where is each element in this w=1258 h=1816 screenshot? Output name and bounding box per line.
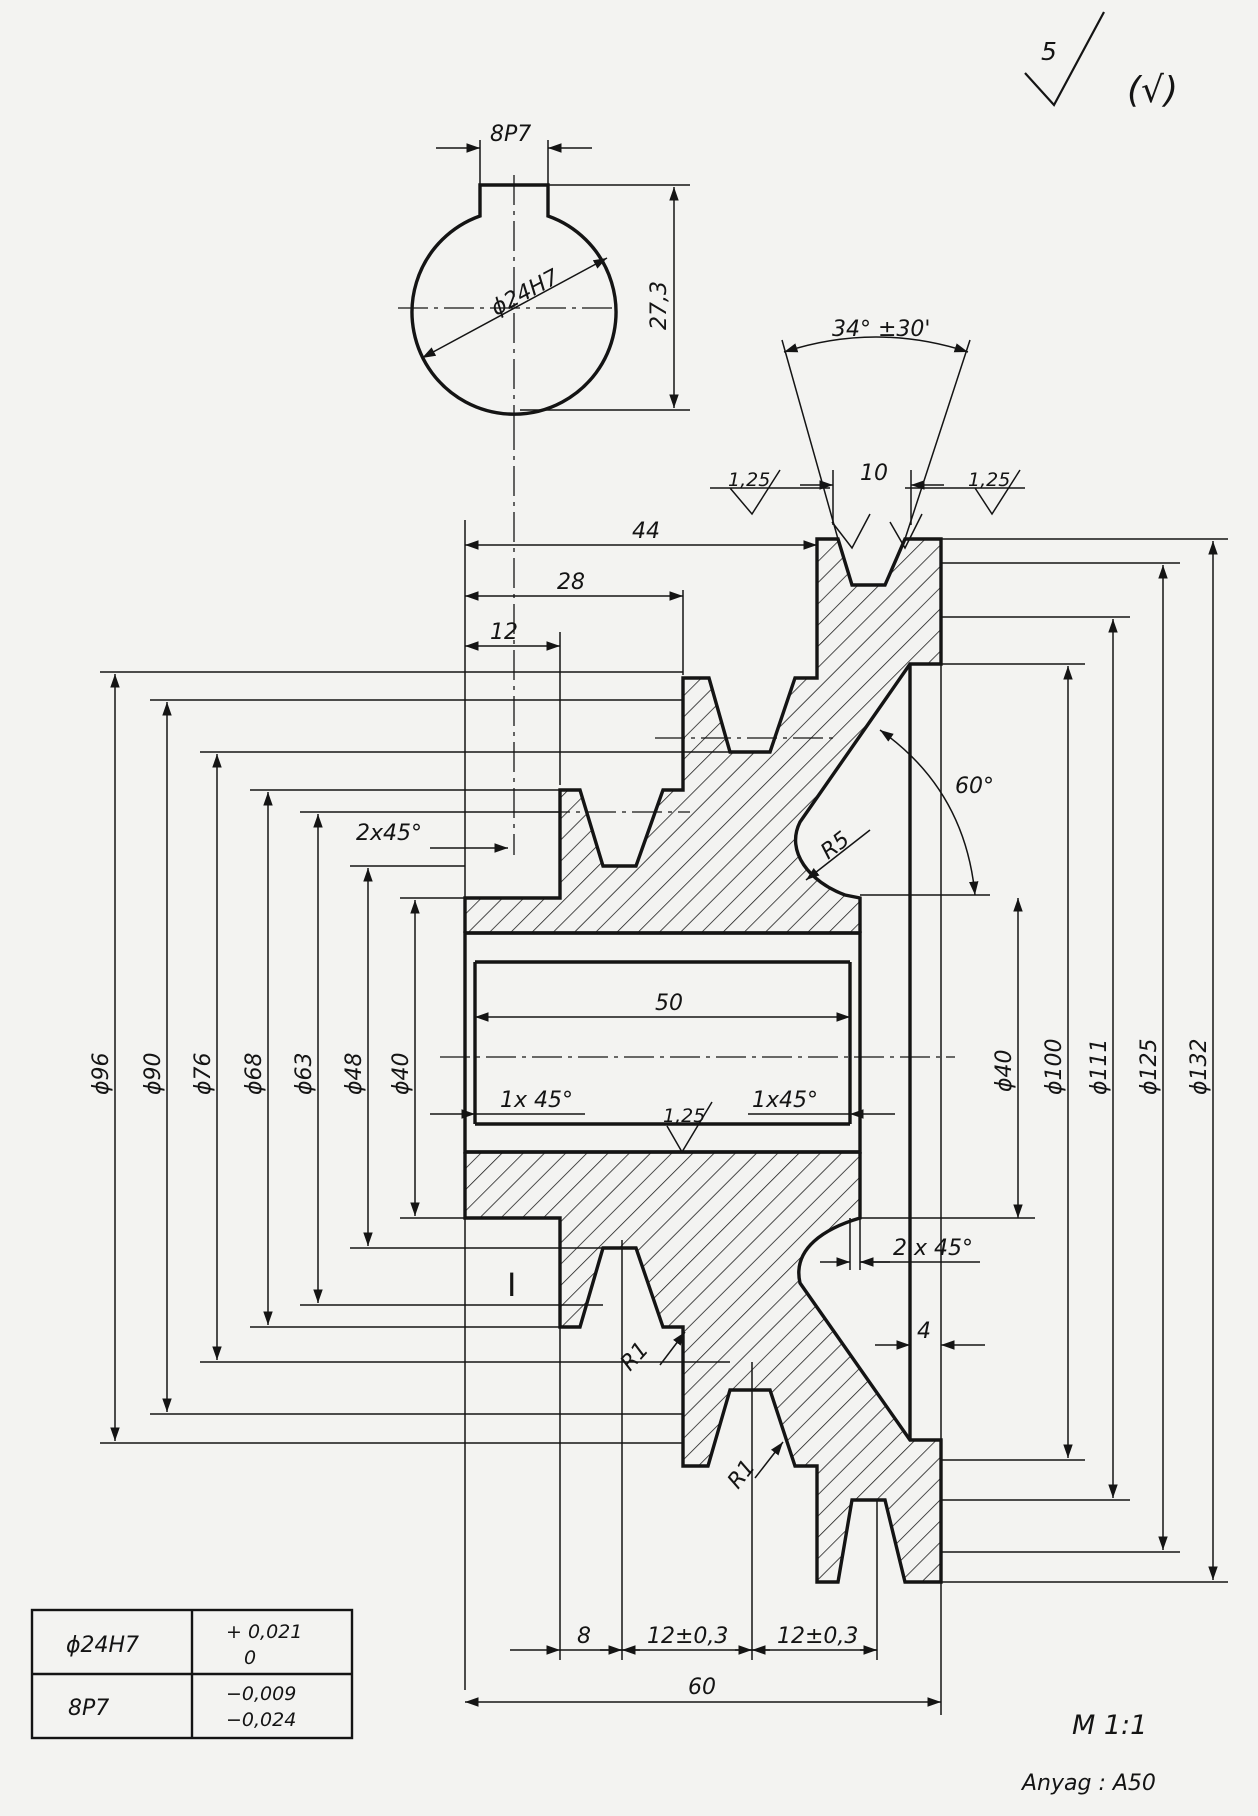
tol-fit-2: 8P7 — [68, 1696, 109, 1721]
dia-63: ϕ63 — [292, 1052, 317, 1095]
dia-40-right: ϕ40 — [992, 1049, 1017, 1092]
dia-111: ϕ111 — [1087, 1038, 1112, 1095]
keyway-width-label: 8P7 — [490, 122, 531, 147]
dia-90: ϕ90 — [141, 1052, 166, 1095]
angle-60-arc — [879, 729, 979, 896]
groove-angle-label: 34° ±30' — [832, 317, 930, 342]
r5-label: R5 — [816, 827, 854, 865]
roughness-general: 5 (√) — [1024, 11, 1178, 111]
roughness-general-value: 5 — [1041, 37, 1057, 66]
keyway-height-label: 27,3 — [647, 281, 672, 330]
chamfer-2x45-right: 2 x 45° — [893, 1236, 973, 1261]
groove-flank-ext-left — [781, 339, 839, 540]
roughness-flank-right-icon — [889, 513, 923, 550]
dia-40-left: ϕ40 — [389, 1052, 414, 1095]
tolerance-table: ϕ24H7 + 0,021 0 8P7 −0,009 −0,024 — [30, 1608, 354, 1740]
lower-outline — [463, 1152, 943, 1584]
roughness-right-icon — [905, 469, 1025, 516]
groove-dimensions: 34° ±30' 10 1,25 1,25 — [710, 317, 1025, 550]
groove-flank-ext-right — [904, 339, 971, 540]
roughness-left-icon — [710, 469, 830, 516]
groove-width-label: 10 — [860, 461, 888, 486]
dim-8: 8 — [577, 1624, 591, 1649]
chamfer-2x45-left: 2x45° — [356, 821, 422, 846]
angle-60-label: 60° — [955, 774, 994, 799]
lower-section-hatch — [465, 1152, 941, 1582]
dim-12: 12 — [490, 620, 518, 645]
roughness-bore-value: 1,25 — [663, 1105, 705, 1127]
roughness-bracket: (√) — [1127, 70, 1178, 111]
axial-dimensions-bottom: 8 12±0,3 12±0,3 60 — [465, 1218, 942, 1715]
left-diameter-dimensions: ϕ96 ϕ90 ϕ76 ϕ68 ϕ63 ϕ48 ϕ40 — [89, 671, 730, 1444]
tol-fit-1: ϕ24H7 — [66, 1633, 139, 1658]
dim-28: 28 — [557, 570, 585, 595]
roughness-bore-icon — [666, 1101, 713, 1154]
roughness-left-value: 1,25 — [728, 469, 770, 491]
dia-76: ϕ76 — [191, 1052, 216, 1095]
chamfer-1x45-left: 1x 45° — [500, 1088, 573, 1113]
right-diameter-dimensions: ϕ40 ϕ100 ϕ111 ϕ125 ϕ132 — [860, 538, 1228, 1583]
tol-upper-2: −0,009 — [226, 1683, 296, 1705]
bore-label: ϕ24H7 — [487, 265, 563, 321]
roughness-flank-left-icon — [831, 513, 871, 550]
bore-dim-line — [421, 257, 608, 359]
groove-angle-arc — [783, 336, 969, 353]
roughness-general-icon — [1024, 11, 1105, 107]
dim-12a: 12±0,3 — [647, 1624, 728, 1649]
dim-50: 50 — [655, 991, 683, 1016]
r1-label-b: R1 — [723, 1455, 761, 1493]
dim-4: 4 — [917, 1319, 931, 1344]
dia-68: ϕ68 — [242, 1052, 267, 1095]
dia-125: ϕ125 — [1137, 1038, 1162, 1095]
pulley-section: I — [440, 420, 955, 1584]
r5-leader — [805, 829, 871, 881]
dia-100: ϕ100 — [1042, 1038, 1067, 1095]
r1-leader-a — [659, 1331, 686, 1366]
upper-section-hatch — [465, 539, 941, 933]
roughness-right-value: 1,25 — [968, 469, 1010, 491]
dia-96: ϕ96 — [89, 1052, 114, 1095]
chamfer-1x45-right: 1x45° — [752, 1088, 818, 1113]
dim-12b: 12±0,3 — [777, 1624, 858, 1649]
hub-right-dims: 2 x 45° 4 — [820, 1218, 985, 1350]
material-label: Anyag : A50 — [1020, 1771, 1156, 1796]
dia-132: ϕ132 — [1187, 1038, 1212, 1095]
dim-60: 60 — [688, 1675, 716, 1700]
tol-lower-1: 0 — [244, 1647, 256, 1669]
dia-48: ϕ48 — [342, 1052, 367, 1095]
tol-lower-2: −0,024 — [226, 1709, 296, 1731]
dim-44: 44 — [632, 519, 660, 544]
section-mark: I — [507, 1266, 516, 1304]
scale-label: M 1:1 — [1072, 1710, 1147, 1741]
tol-upper-1: + 0,021 — [226, 1621, 302, 1643]
keyway-section-view: ϕ24H7 8P7 27,3 — [398, 122, 690, 420]
axial-dimensions-top: 44 28 12 2x45° 50 1x 45° 1x45° 1,25 — [356, 519, 895, 1690]
r1-leader-b — [754, 1441, 784, 1479]
